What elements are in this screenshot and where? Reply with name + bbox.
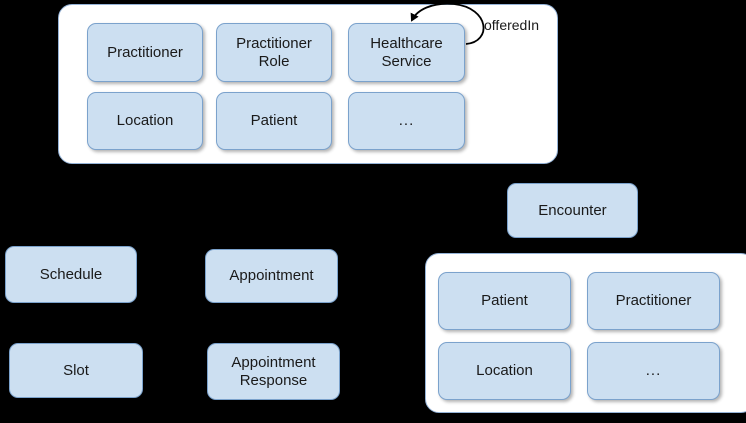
entity-label: Appointment Response [231,353,316,389]
entity-healthcare-service[interactable]: Healthcare Service [348,23,465,82]
entity-encounter-patient[interactable]: Patient [438,272,571,330]
entity-more-encounter[interactable]: ... [587,342,720,400]
entity-schedule[interactable]: Schedule [5,246,137,303]
entity-label: Location [116,112,174,129]
entity-slot[interactable]: Slot [9,343,143,398]
entity-label: Appointment [229,267,314,284]
entity-label: Practitioner [615,292,692,309]
entity-practitioner-role[interactable]: Practitioner Role [216,23,332,82]
entity-label: Healthcare Service [370,34,443,70]
entity-label: Practitioner [107,43,183,61]
entity-label: Slot [63,361,89,379]
entity-label: Encounter [538,201,607,219]
entity-appointment[interactable]: Appointment [205,249,338,303]
entity-location-top[interactable]: Location [87,92,203,150]
entity-label: Schedule [39,265,103,283]
entity-label: Patient [481,292,528,309]
entity-appointment-response[interactable]: Appointment Response [207,343,340,400]
entity-encounter-practitioner[interactable]: Practitioner [587,272,720,330]
entity-encounter-location[interactable]: Location [438,342,571,400]
entity-label: Practitioner Role [236,34,312,70]
entity-label: ... [398,112,415,129]
entity-more-top[interactable]: ... [348,92,465,150]
entity-patient-top[interactable]: Patient [216,92,332,150]
entity-label: ... [645,362,662,379]
entity-label: Patient [250,112,298,129]
entity-label: Location [476,362,533,379]
entity-practitioner[interactable]: Practitioner [87,23,203,82]
entity-encounter[interactable]: Encounter [507,183,638,238]
edge-label-offered-in: offeredIn [484,17,540,33]
